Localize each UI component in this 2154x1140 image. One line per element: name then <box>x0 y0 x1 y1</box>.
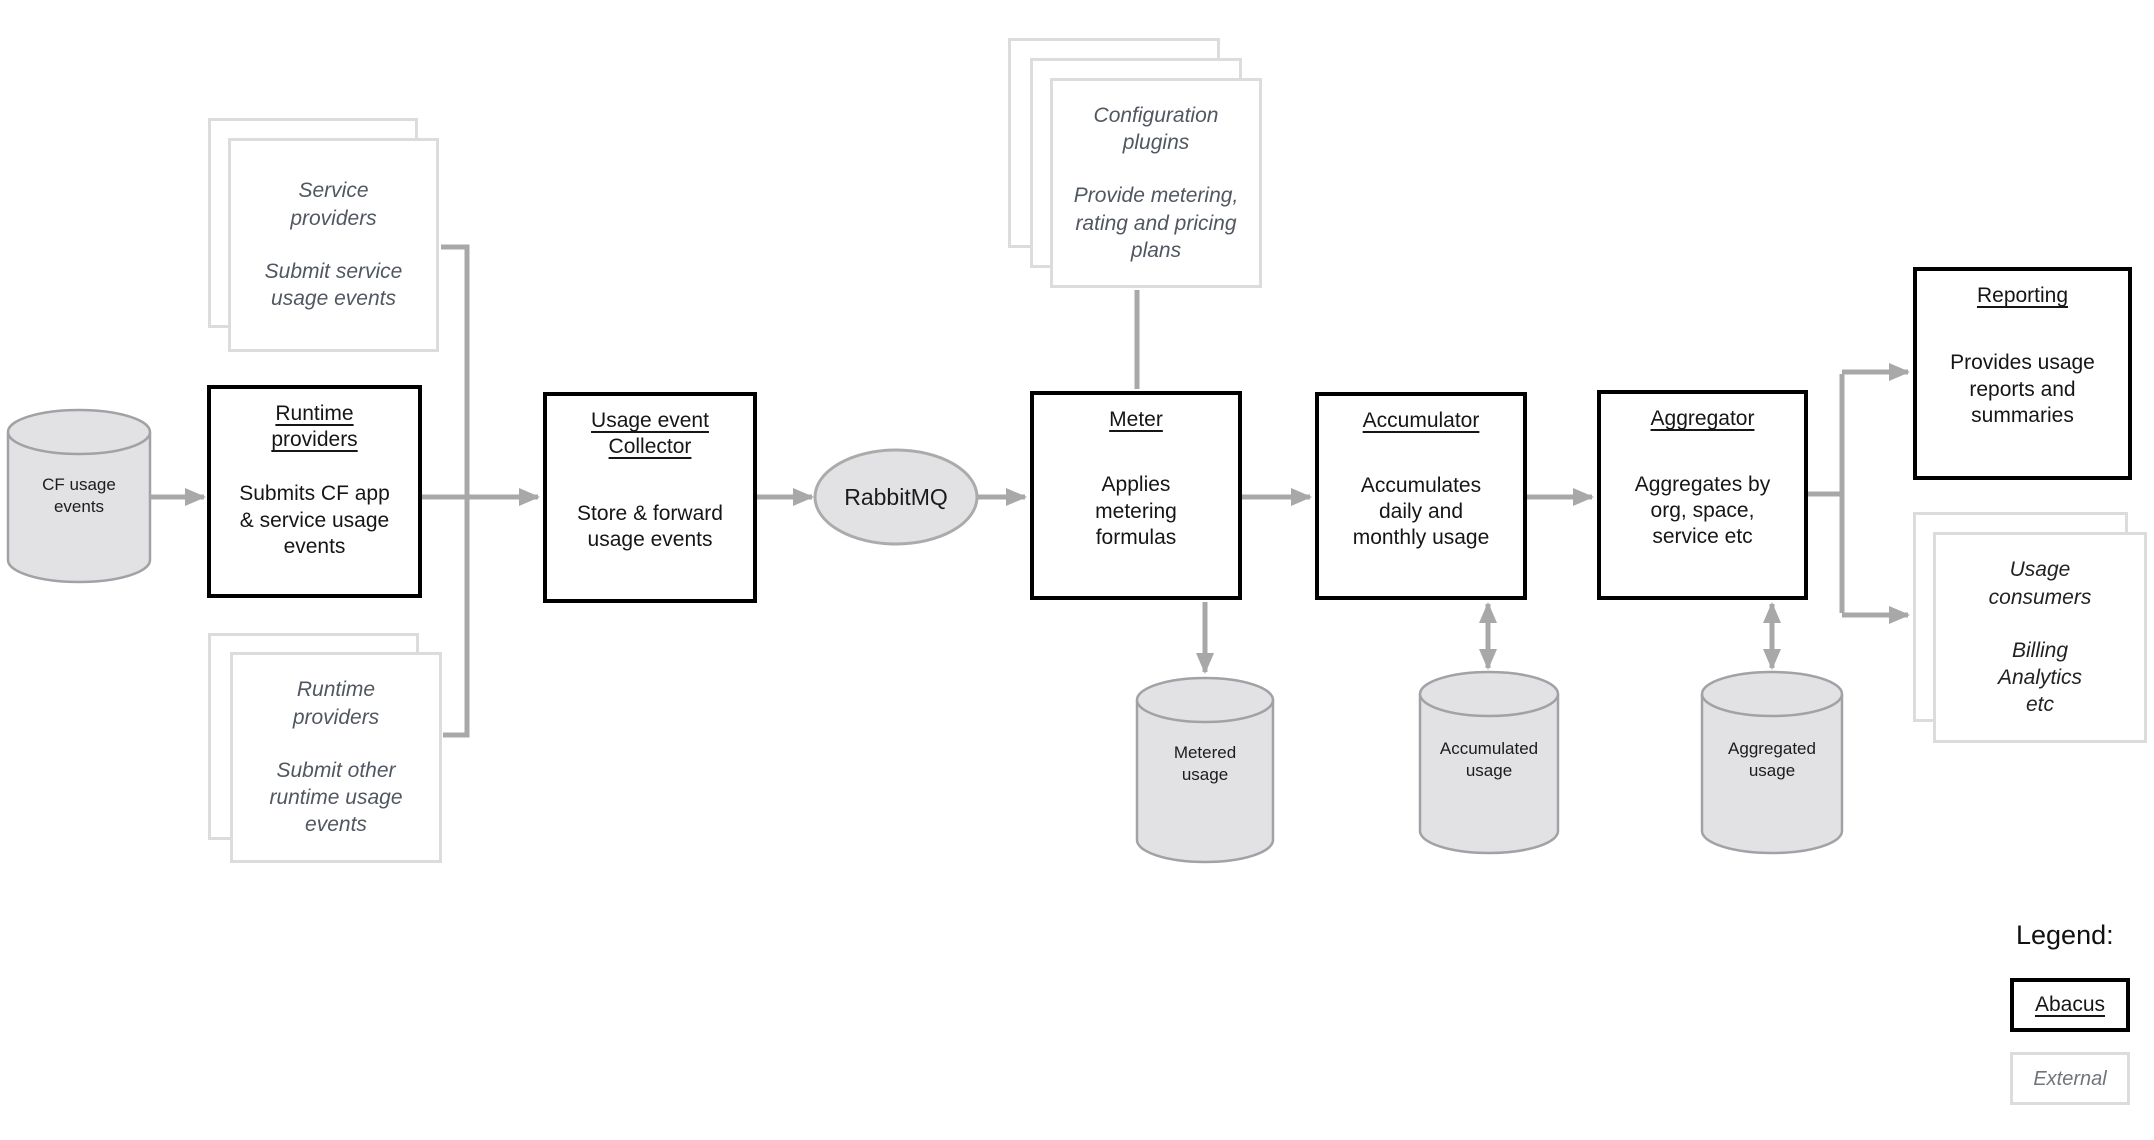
usage-consumers-body: Billing Analytics etc <box>1997 638 2083 717</box>
legend-external-swatch: External <box>2010 1052 2130 1105</box>
meter-body: Applies metering formulas <box>1095 473 1177 549</box>
runtime-providers-other-card: Runtime providers Submit other runtime u… <box>230 652 442 863</box>
aggregator-title: Aggregator <box>1650 407 1755 430</box>
accumulated-usage-label: Accumulated usage <box>1439 739 1539 781</box>
runtime-providers-node: Runtime providers Submits CF app & servi… <box>207 385 422 598</box>
meter-node: Meter Applies metering formulas <box>1030 391 1242 600</box>
runtime-providers-title: Runtime providers <box>271 402 358 452</box>
cf-usage-events-label: CF usage events <box>42 475 116 517</box>
usage-consumers-card: Usage consumers Billing Analytics etc <box>1933 532 2147 743</box>
bracket-external-providers <box>441 244 470 738</box>
legend-external-label: External <box>2033 1067 2107 1090</box>
service-providers-card: Service providers Submit service usage e… <box>228 138 439 352</box>
usage-event-collector-body: Store & forward usage events <box>577 501 723 551</box>
legend-abacus-label: Abacus <box>2034 992 2106 1016</box>
metered-usage-label: Metered usage <box>1173 743 1237 785</box>
accumulator-node: Accumulator Accumulates daily and monthl… <box>1315 392 1527 600</box>
runtime-providers-other-title: Runtime providers <box>292 678 380 729</box>
aggregated-usage-label: Aggregated usage <box>1728 739 1816 781</box>
runtime-providers-body: Submits CF app & service usage events <box>239 482 390 558</box>
cf-usage-events-store <box>6 408 152 584</box>
configuration-plugins-card: Configuration plugins Provide metering, … <box>1050 78 1262 288</box>
service-providers-body: Submit service usage events <box>264 260 403 311</box>
service-providers-title: Service providers <box>290 179 377 230</box>
reporting-title: Reporting <box>1976 284 2069 307</box>
usage-event-collector-node: Usage event Collector Store & forward us… <box>543 392 757 603</box>
usage-consumers-title: Usage consumers <box>1988 558 2092 609</box>
reporting-body: Provides usage reports and summaries <box>1950 351 2095 427</box>
accumulator-title: Accumulator <box>1362 409 1480 432</box>
meter-title: Meter <box>1109 408 1163 431</box>
configuration-plugins-body: Provide metering, rating and pricing pla… <box>1073 184 1239 262</box>
rabbitmq-label: RabbitMQ <box>844 484 948 510</box>
runtime-providers-other-body: Submit other runtime usage events <box>269 758 403 837</box>
reporting-node: Reporting Provides usage reports and sum… <box>1913 267 2132 480</box>
accumulator-body: Accumulates daily and monthly usage <box>1352 473 1490 550</box>
aggregator-body: Aggregates by org, space, service etc <box>1634 472 1771 549</box>
accumulated-usage-store <box>1418 670 1560 855</box>
legend-abacus-swatch: Abacus <box>2010 978 2130 1032</box>
usage-event-collector-title: Usage event Collector <box>591 409 709 459</box>
aggregated-usage-store <box>1700 670 1844 855</box>
configuration-plugins-title: Configuration plugins <box>1093 103 1219 155</box>
legend-heading: Legend: <box>2016 920 2114 950</box>
metered-usage-store <box>1135 676 1275 864</box>
aggregator-node: Aggregator Aggregates by org, space, ser… <box>1597 390 1808 600</box>
